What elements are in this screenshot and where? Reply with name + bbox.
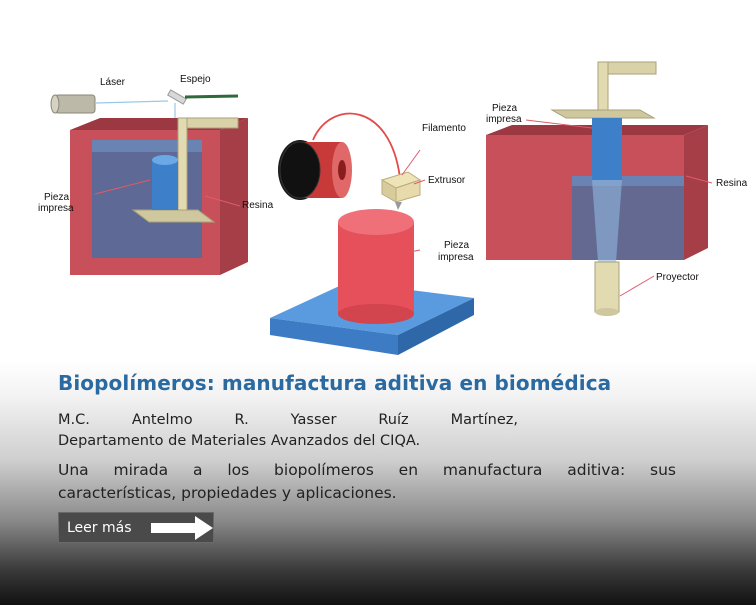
article-summary: Una mirada a los biopolímeros en manufac… — [58, 459, 676, 505]
label-printed-piece-center-1: Pieza — [444, 240, 469, 251]
label-printed-piece-left-1: Pieza — [44, 192, 69, 203]
arrow-right-icon — [151, 516, 213, 540]
label-projector: Proyector — [656, 272, 699, 283]
laser-emitter — [50, 94, 96, 114]
label-resin-left: Resina — [242, 200, 274, 211]
build-platform-left — [131, 117, 239, 223]
sla-laser-diagram: Láser Espejo Pieza impresa Resina — [38, 74, 274, 275]
projector — [594, 261, 620, 316]
label-mirror: Espejo — [180, 74, 211, 85]
printed-piece-right — [592, 118, 622, 180]
label-extruder: Extrusor — [428, 175, 466, 186]
summary-line-1: Una mirada a los biopolímeros en manufac… — [58, 461, 676, 479]
additive-manufacturing-illustration: Láser Espejo Pieza impresa Resina — [38, 61, 748, 355]
author-name: M.C. Antelmo R. Yasser Ruíz Martínez, — [58, 412, 518, 428]
label-printed-piece-right-2: impresa — [486, 114, 522, 125]
summary-line-2: características, propiedades y aplicacio… — [58, 484, 397, 502]
filament-spool — [278, 140, 352, 200]
label-printed-piece-left-2: impresa — [38, 203, 74, 214]
read-more-label: Leer más — [67, 519, 132, 536]
build-platform-right — [550, 61, 657, 119]
article-author: M.C. Antelmo R. Yasser Ruíz Martínez, De… — [58, 410, 518, 452]
extruder — [380, 171, 422, 210]
dlp-projector-diagram: Pieza impresa Resina Proyector — [486, 61, 748, 316]
author-affiliation: Departamento de Materiales Avanzados del… — [58, 433, 421, 449]
fdm-diagram: Filamento Extrusor Pieza impresa — [270, 112, 474, 355]
label-printed-piece-right-1: Pieza — [492, 103, 517, 114]
printed-piece-center — [338, 209, 414, 324]
read-more-button[interactable]: Leer más — [58, 512, 214, 543]
article-title: Biopolímeros: manufactura aditiva en bio… — [58, 371, 612, 395]
label-laser: Láser — [100, 77, 126, 88]
label-resin-right: Resina — [716, 178, 748, 189]
label-filament: Filamento — [422, 123, 466, 134]
resin-vat-right — [486, 125, 708, 260]
printed-piece-left — [152, 155, 178, 210]
mirror — [167, 89, 239, 105]
label-printed-piece-center-2: impresa — [438, 252, 474, 263]
